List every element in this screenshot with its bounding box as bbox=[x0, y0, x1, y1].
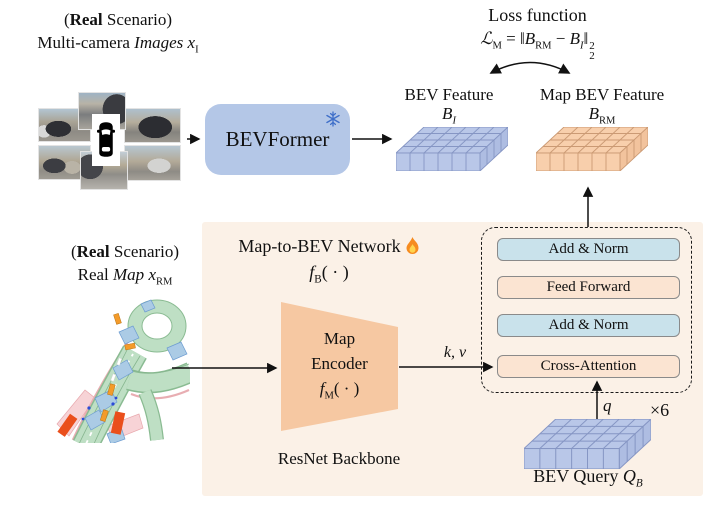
formula-term: B bbox=[524, 29, 536, 48]
multi-camera-scenario-label: (Real Scenario) Multi-camera Images xI bbox=[12, 8, 224, 61]
math-sub: B bbox=[314, 273, 322, 286]
query-label: q bbox=[603, 396, 612, 415]
bev-query-label: BEV Query QB bbox=[498, 466, 678, 490]
math-var: x bbox=[187, 33, 196, 52]
formula-sub: RM bbox=[535, 40, 552, 52]
math-sub: RM bbox=[599, 115, 616, 127]
bev-feature-grid bbox=[396, 127, 508, 171]
formula-term: B bbox=[569, 29, 580, 48]
text-part: Multi-camera bbox=[37, 33, 135, 52]
feed-forward-block: Feed Forward bbox=[497, 276, 680, 299]
camera-image-front-right bbox=[124, 108, 181, 143]
text-part: Scenario) bbox=[109, 242, 180, 261]
real-map-scenario-label: (Real Scenario) Real Map xRM bbox=[32, 240, 218, 293]
math-var: f bbox=[319, 379, 325, 398]
arrow-loss-compare bbox=[489, 61, 571, 74]
text-part-italic: Map bbox=[113, 265, 149, 284]
add-norm-block-top: Add & Norm bbox=[497, 238, 680, 261]
map-bev-feature-label: Map BEV Feature BRM bbox=[528, 85, 676, 130]
bevformer-label: BEVFormer bbox=[225, 127, 330, 151]
multi-camera-images bbox=[38, 90, 184, 193]
scenario-line1: (Real Scenario) bbox=[12, 8, 224, 31]
formula-term: ‖ bbox=[583, 29, 589, 48]
math-var: B bbox=[588, 104, 599, 123]
map-encoder-line1: Map bbox=[323, 329, 356, 348]
block-label: Add & Norm bbox=[548, 241, 629, 257]
block-label: Cross-Attention bbox=[540, 358, 637, 374]
formula-term: ‖ bbox=[519, 29, 525, 48]
formula-term: = bbox=[501, 29, 520, 48]
block-label: Add & Norm bbox=[548, 317, 629, 333]
network-title: Map-to-BEV Network fB( · ) bbox=[210, 233, 448, 293]
car-icon bbox=[97, 122, 115, 157]
formula-sub: 2 bbox=[589, 50, 595, 62]
math-args: ( · ) bbox=[333, 379, 360, 398]
text-part: Real bbox=[77, 265, 114, 284]
text-part-italic: Images bbox=[134, 33, 188, 52]
text-part: ( bbox=[63, 10, 70, 29]
network-func-line: fB( · ) bbox=[210, 259, 448, 293]
map-encoder-label: Map Encoder fM( · ) bbox=[281, 326, 398, 408]
formula-sub: M bbox=[492, 40, 502, 52]
snowflake-icon bbox=[326, 111, 340, 127]
key-value-label: k, v bbox=[443, 344, 467, 361]
map-encoder-shape bbox=[281, 302, 398, 431]
math-sub: RM bbox=[155, 276, 173, 288]
scenario-line2: Multi-camera Images xI bbox=[12, 31, 224, 61]
map-bev-feature-title: Map BEV Feature bbox=[539, 85, 665, 104]
network-title-line: Map-to-BEV Network bbox=[210, 233, 448, 259]
bev-feature-label: BEV Feature BI bbox=[390, 85, 508, 130]
scenario-line2: Real Map xRM bbox=[32, 263, 218, 293]
bev-query-title: BEV Query bbox=[533, 466, 623, 486]
math-sub: M bbox=[324, 390, 334, 402]
repeat-times-label: ×6 bbox=[650, 400, 670, 420]
math-sub: I bbox=[195, 44, 199, 56]
formula-sub: I bbox=[579, 40, 584, 52]
math-args: ( · ) bbox=[321, 262, 349, 282]
ego-vehicle-area bbox=[92, 114, 120, 166]
cross-attention-block: Cross-Attention bbox=[497, 355, 680, 378]
camera-image-back-right bbox=[124, 145, 181, 181]
transformer-block-outline bbox=[481, 227, 692, 393]
formula-term: − bbox=[551, 29, 570, 48]
bev-query-grid bbox=[524, 419, 651, 469]
math-var: Q bbox=[622, 466, 636, 486]
text-part: ( bbox=[70, 242, 77, 261]
add-norm-block-mid: Add & Norm bbox=[497, 314, 680, 337]
math-var: f bbox=[309, 262, 315, 282]
loss-title: Loss function bbox=[488, 5, 587, 25]
block-label: Feed Forward bbox=[546, 279, 631, 295]
fire-icon bbox=[406, 237, 419, 254]
map-bev-feature-grid bbox=[536, 127, 648, 171]
map-encoder-func: fM( · ) bbox=[281, 376, 398, 408]
text-part-bold: Real bbox=[76, 242, 110, 261]
math-sub: I bbox=[452, 115, 456, 127]
formula-term: ℒ bbox=[480, 29, 493, 49]
bev-feature-title: BEV Feature bbox=[404, 85, 494, 104]
resnet-backbone-label: ResNet Backbone bbox=[277, 449, 401, 468]
bevformer-box: BEVFormer bbox=[205, 104, 350, 175]
math-sub: B bbox=[635, 477, 643, 490]
math-var: x bbox=[148, 265, 156, 284]
text-part: Scenario) bbox=[102, 10, 173, 29]
scenario-line1: (Real Scenario) bbox=[32, 240, 218, 263]
formula-sup: 2 bbox=[589, 40, 595, 52]
real-map-image bbox=[56, 299, 190, 443]
map-encoder-line2: Encoder bbox=[311, 354, 368, 373]
math-var: B bbox=[442, 104, 453, 123]
network-title-text: Map-to-BEV Network bbox=[238, 236, 401, 256]
text-part-bold: Real bbox=[69, 10, 103, 29]
